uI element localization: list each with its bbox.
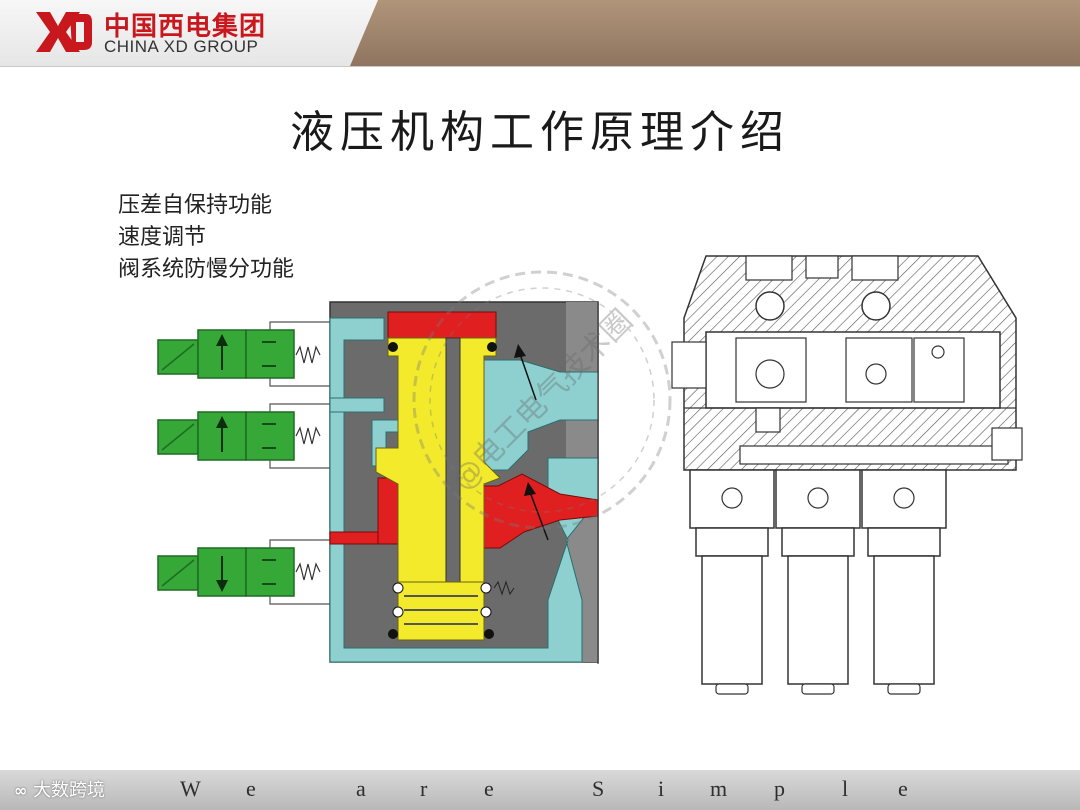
footer-letter: e bbox=[246, 776, 258, 801]
solenoid-valve-bottom bbox=[157, 539, 330, 605]
footer-letter: W bbox=[180, 776, 203, 801]
header-brown-band bbox=[350, 0, 1080, 66]
xd-logo-icon bbox=[36, 12, 92, 52]
footer-letter: S bbox=[592, 776, 607, 801]
solenoid-valve-middle bbox=[157, 403, 330, 469]
footer-letter: i bbox=[658, 776, 667, 801]
solenoid-valve-top bbox=[157, 321, 330, 387]
footer-letter: r bbox=[420, 776, 430, 801]
footer-letter: e bbox=[898, 776, 910, 801]
source-watermark-symbol: ∞ bbox=[14, 781, 28, 800]
valve-body-section bbox=[329, 301, 599, 664]
mechanical-section-drawing bbox=[671, 255, 1023, 695]
footer-letter: l bbox=[842, 776, 851, 801]
footer-letter: a bbox=[356, 776, 368, 801]
footer-letter: e bbox=[484, 776, 496, 801]
slide-title: 液压机构工作原理介绍 bbox=[290, 107, 790, 158]
source-watermark: ∞ 大数跨境 bbox=[14, 776, 105, 802]
header-bar: 中国西电集团 CHINA XD GROUP bbox=[0, 0, 1080, 67]
feature-item: 阀系统防慢分功能 bbox=[118, 257, 295, 282]
logo-english-name: CHINA XD GROUP bbox=[104, 37, 259, 56]
footer-letter: m bbox=[710, 776, 730, 801]
logo-chinese-name: 中国西电集团 bbox=[104, 12, 267, 42]
feature-item: 速度调节 bbox=[118, 225, 207, 250]
footer-bar: ∞ 大数跨境 W e a r e S i m p l e bbox=[0, 770, 1080, 810]
source-watermark-text: 大数跨境 bbox=[33, 780, 106, 801]
feature-item: 压差自保持功能 bbox=[118, 193, 273, 218]
footer-letter: p bbox=[774, 776, 787, 801]
feature-list: 压差自保持功能 速度调节 阀系统防慢分功能 bbox=[118, 190, 294, 286]
